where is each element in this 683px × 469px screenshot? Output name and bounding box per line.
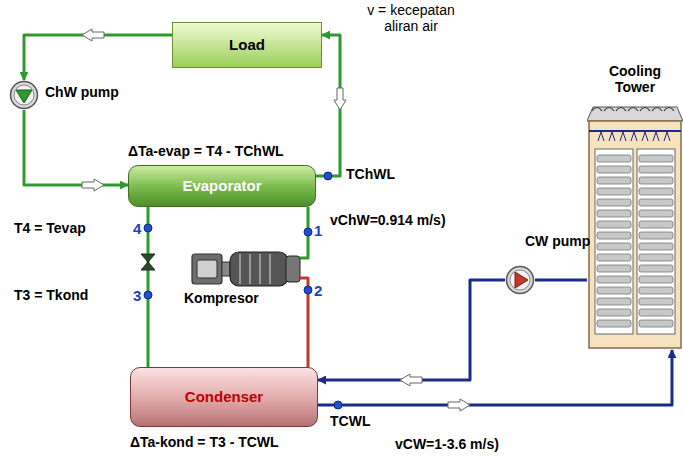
- part-label: Kompresor: [184, 290, 259, 306]
- condenser-box: Condenser: [130, 367, 318, 427]
- compressor: Kompresor: [188, 248, 300, 290]
- pump-symbol: ChW pump: [9, 80, 39, 110]
- callout-number: 3: [133, 287, 141, 304]
- callout-number: 2: [314, 282, 322, 299]
- formula: ΔTa-evap = T4 - TChWL: [128, 143, 284, 159]
- compressor-symbol: [192, 252, 300, 286]
- part-label: CW pump: [525, 233, 590, 249]
- tower-label: Cooling Tower: [597, 63, 673, 95]
- box-label: Evaporator: [182, 177, 261, 194]
- pump-drawing: [9, 80, 39, 110]
- pipe: [535, 279, 587, 282]
- box-label: Condenser: [185, 388, 263, 405]
- temperature-label: TChWL: [346, 166, 395, 182]
- box-label: Load: [229, 36, 265, 53]
- callout-number: 1: [314, 222, 322, 239]
- temperature-label: TCWL: [330, 413, 370, 429]
- callout-number: 4: [133, 220, 141, 237]
- pump-symbol: CW pump: [505, 265, 535, 295]
- pipe: [318, 350, 672, 405]
- formula: ΔTa-kond = T3 - TCWL: [130, 434, 279, 450]
- evaporator-box: Evaporator: [128, 165, 316, 207]
- temperature-label: T3 = Tkond: [14, 287, 88, 303]
- pump-drawing: [505, 265, 535, 295]
- part-label: ChW pump: [45, 84, 119, 100]
- temperature-label: T4 = Tevap: [14, 220, 86, 236]
- pipe: [24, 35, 172, 80]
- velocity-label: vCW=1-3.6 m/s): [395, 436, 499, 452]
- velocity-label: vChW=0.914 m/s): [330, 212, 446, 228]
- expansion-valve: [141, 254, 155, 270]
- load-box: Load: [172, 22, 322, 68]
- flow-arrow: [82, 29, 470, 411]
- pipe: [24, 110, 128, 185]
- cooling-tower: Cooling Tower: [587, 105, 683, 350]
- cooling-tower-drawing: [587, 105, 683, 350]
- pipe: [318, 280, 505, 380]
- legend-note: v = kecepatan aliran air: [352, 2, 470, 34]
